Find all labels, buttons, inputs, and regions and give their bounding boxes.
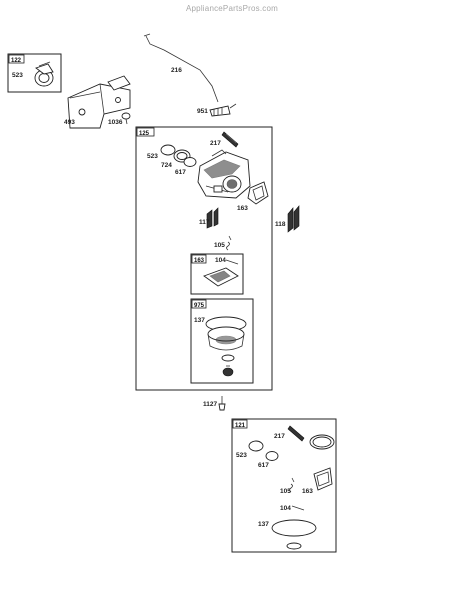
screw-1127-part — [218, 396, 226, 411]
label-105-main: 105 — [214, 242, 225, 249]
label-724: 724 — [161, 162, 172, 169]
label-493: 493 — [64, 119, 75, 126]
box-121-label: 121 — [235, 423, 246, 429]
label-617-main: 617 — [175, 169, 186, 176]
box-975-label: 975 — [194, 303, 205, 309]
label-523-top: 523 — [12, 72, 23, 79]
sub-box-163: 163 104 — [190, 253, 244, 295]
label-104-kit: 104 — [280, 505, 291, 512]
label-104-main: 104 — [215, 257, 226, 264]
watermark: AppliancePartsPros.com — [186, 4, 278, 13]
governor-link-216-part — [143, 33, 219, 103]
float-bowl-137-part — [205, 316, 247, 377]
label-1036: 1036 — [108, 119, 123, 126]
inset-box-122: 122 523 — [7, 53, 62, 93]
clip-118-part — [287, 205, 300, 233]
label-523-main: 523 — [147, 153, 158, 160]
label-951: 951 — [197, 108, 208, 115]
clip-117-part — [206, 207, 219, 229]
kit-spring-105-part — [289, 477, 295, 493]
float-bowl-gasket-part — [203, 267, 239, 287]
box-122-label: 122 — [11, 58, 22, 64]
label-617-kit: 617 — [258, 462, 269, 469]
screw-1036-part — [121, 112, 131, 125]
label-105-kit: 105 — [280, 488, 291, 495]
label-117: 117 — [199, 219, 210, 226]
label-1127: 1127 — [203, 401, 217, 408]
label-523-kit: 523 — [236, 452, 247, 459]
label-216: 216 — [171, 67, 182, 74]
box-125-label: 125 — [139, 131, 150, 137]
label-137-kit: 137 — [258, 521, 269, 528]
kit-ring-large-part — [309, 434, 335, 450]
main-box-125: 125 217 523 724 617 — [135, 126, 273, 391]
carb-gasket-217-part — [221, 131, 239, 148]
label-118: 118 — [275, 221, 286, 228]
gasket-163-main-part — [247, 181, 269, 205]
carburetor-body-part — [197, 149, 251, 199]
kit-gasket-163-part — [313, 467, 333, 491]
label-163-main: 163 — [237, 205, 248, 212]
sub-box-975: 975 137 — [190, 298, 254, 384]
bracket-493-part — [67, 75, 131, 129]
kit-oring-137-part — [271, 519, 317, 550]
box-163-label: 163 — [194, 258, 205, 264]
clip-951-part — [209, 103, 237, 117]
kit-box-121: 121 217 523 617 163 — [231, 418, 337, 553]
kit-rings-part — [248, 440, 279, 461]
spring-105-main-part — [226, 235, 232, 251]
elbow-fitting-part — [34, 61, 54, 87]
kit-gasket-217-part — [287, 425, 305, 442]
label-137-main: 137 — [194, 317, 205, 324]
label-217-main: 217 — [210, 140, 221, 147]
rings-group-main — [160, 144, 197, 167]
label-163-kit: 163 — [302, 488, 313, 495]
label-217-kit: 217 — [274, 433, 285, 440]
